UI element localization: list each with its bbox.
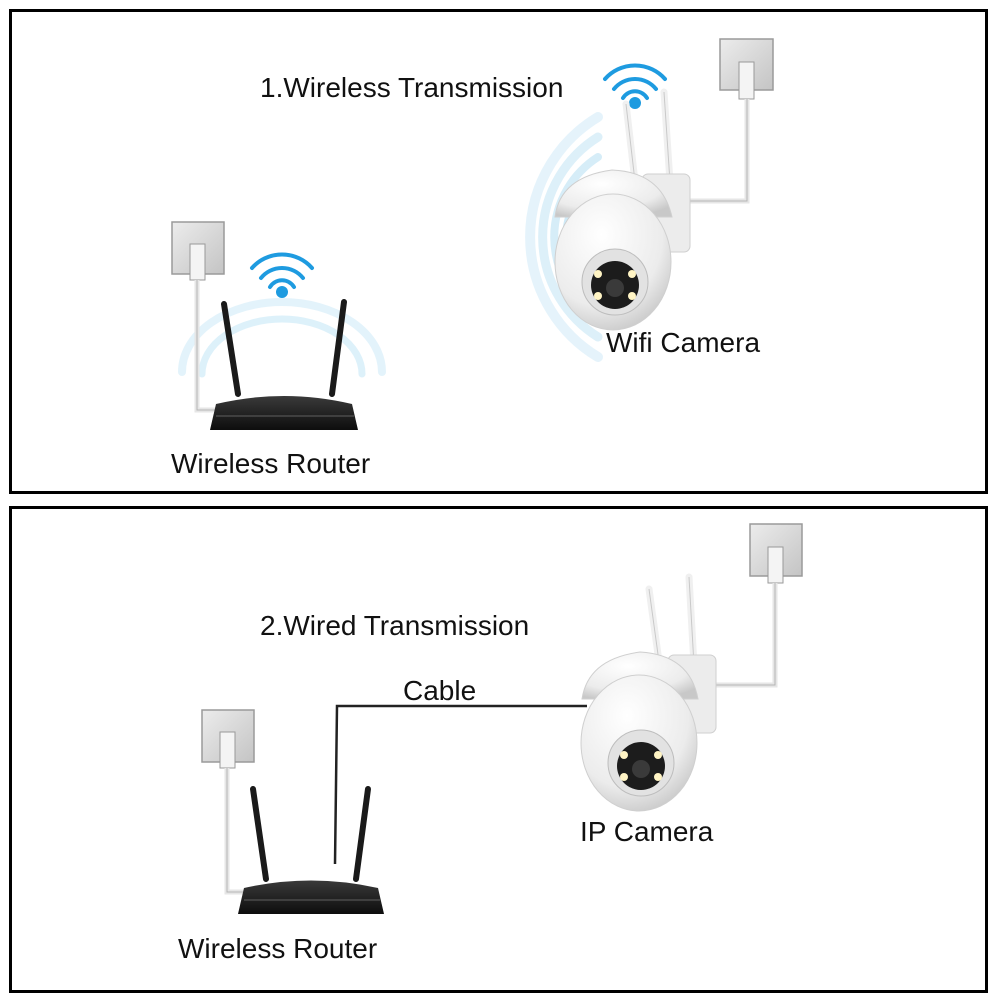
wireless-router-label: Wireless Router bbox=[178, 933, 378, 964]
cable-label: Cable bbox=[403, 675, 477, 706]
ip-camera-label: IP Camera bbox=[580, 816, 714, 847]
router-signal-waves-icon bbox=[178, 298, 386, 378]
wireless-router-label: Wireless Router bbox=[171, 448, 371, 479]
camera-power-outlet-icon bbox=[712, 523, 803, 688]
ethernet-cable bbox=[333, 704, 587, 865]
wireless-transmission-panel: 1.Wireless Transmission Wifi Camera Wire… bbox=[9, 9, 988, 494]
wifi-icon bbox=[603, 63, 667, 109]
panel-title: 1.Wireless Transmission bbox=[260, 72, 564, 103]
wifi-camera-label: Wifi Camera bbox=[606, 327, 761, 358]
router-power-outlet-icon bbox=[171, 221, 225, 413]
panel-title: 2.Wired Transmission bbox=[260, 610, 530, 641]
wireless-router-icon bbox=[210, 299, 358, 430]
router-wifi-icon bbox=[250, 252, 314, 298]
wireless-diagram-art bbox=[171, 38, 774, 430]
ptz-camera-icon bbox=[554, 88, 691, 331]
wired-transmission-panel: 2.Wired Transmission Cable IP Camera Wir… bbox=[9, 506, 988, 993]
wired-diagram-art bbox=[201, 523, 803, 914]
camera-power-outlet-icon bbox=[684, 38, 774, 204]
ptz-camera-icon bbox=[580, 573, 717, 812]
router-power-outlet-icon bbox=[201, 709, 255, 895]
wireless-router-icon bbox=[238, 786, 384, 914]
